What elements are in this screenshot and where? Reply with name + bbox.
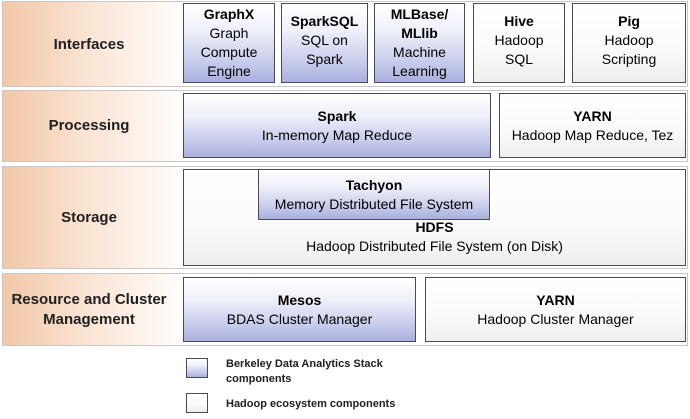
hive-title: Hive <box>504 13 534 29</box>
graphx-line: Engine <box>207 63 251 79</box>
tachyon-box: Tachyon Memory Distributed File System <box>258 169 490 220</box>
pig-line: Scripting <box>601 51 657 67</box>
spark-subtitle: In-memory Map Reduce <box>261 126 413 143</box>
sparksql-title: SparkSQL <box>290 13 359 29</box>
legend-hadoop-swatch <box>186 393 208 413</box>
mesos-box: Mesos BDAS Cluster Manager <box>183 277 416 342</box>
mlbase-box: MLBase/ MLlib Machine Learning <box>374 3 465 83</box>
legend-bdas-swatch <box>186 358 208 378</box>
graphx-title: GraphX <box>203 6 255 22</box>
yarn-processing-box: YARN Hadoop Map Reduce, Tez <box>499 93 686 158</box>
hive-box: Hive Hadoop SQL <box>473 3 565 83</box>
mlbase-title: MLlib <box>401 25 438 41</box>
pig-line: Hadoop <box>604 32 654 48</box>
mlbase-title: MLBase/ <box>390 6 449 22</box>
tachyon-subtitle: Memory Distributed File System <box>274 195 474 212</box>
spark-box: Spark In-memory Map Reduce <box>183 93 491 158</box>
yarn-processing-subtitle: Hadoop Map Reduce, Tez <box>511 126 674 143</box>
layer-label-resource: Resource and Cluster Management <box>11 291 167 328</box>
mlbase-line: Machine <box>393 44 446 60</box>
yarn-processing-title: YARN <box>573 107 612 124</box>
mesos-subtitle: BDAS Cluster Manager <box>226 310 373 327</box>
pig-box: Pig Hadoop Scripting <box>572 3 686 83</box>
sparksql-line: Spark <box>306 51 343 67</box>
spark-title: Spark <box>317 107 357 124</box>
hive-line: Hadoop <box>494 32 544 48</box>
mlbase-line: Learning <box>392 63 447 79</box>
layer-label-storage: Storage <box>61 209 117 226</box>
hdfs-subtitle: Hadoop Distributed File System (on Disk) <box>306 238 563 254</box>
mesos-title: Mesos <box>277 291 322 308</box>
yarn-resource-subtitle: Hadoop Cluster Manager <box>477 310 634 327</box>
sparksql-box: SparkSQL SQL on Spark <box>281 3 368 83</box>
hive-line: SQL <box>504 51 533 67</box>
layer-label-interfaces: Interfaces <box>53 36 125 53</box>
yarn-resource-box: YARN Hadoop Cluster Manager <box>425 277 686 342</box>
graphx-line: Graph <box>209 25 249 41</box>
yarn-resource-title: YARN <box>536 291 575 308</box>
layer-label-processing: Processing <box>48 117 130 134</box>
legend-hadoop-label: Hadoop ecosystem components <box>226 398 396 410</box>
graphx-line: Compute <box>200 44 258 60</box>
legend-bdas-label: Berkeley Data Analytics Stack components <box>226 358 383 385</box>
sparksql-line: SQL on <box>301 32 348 48</box>
pig-title: Pig <box>618 13 640 29</box>
tachyon-title: Tachyon <box>345 176 403 193</box>
hdfs-title: HDFS <box>415 219 454 235</box>
graphx-box: GraphX Graph Compute Engine <box>183 3 275 83</box>
